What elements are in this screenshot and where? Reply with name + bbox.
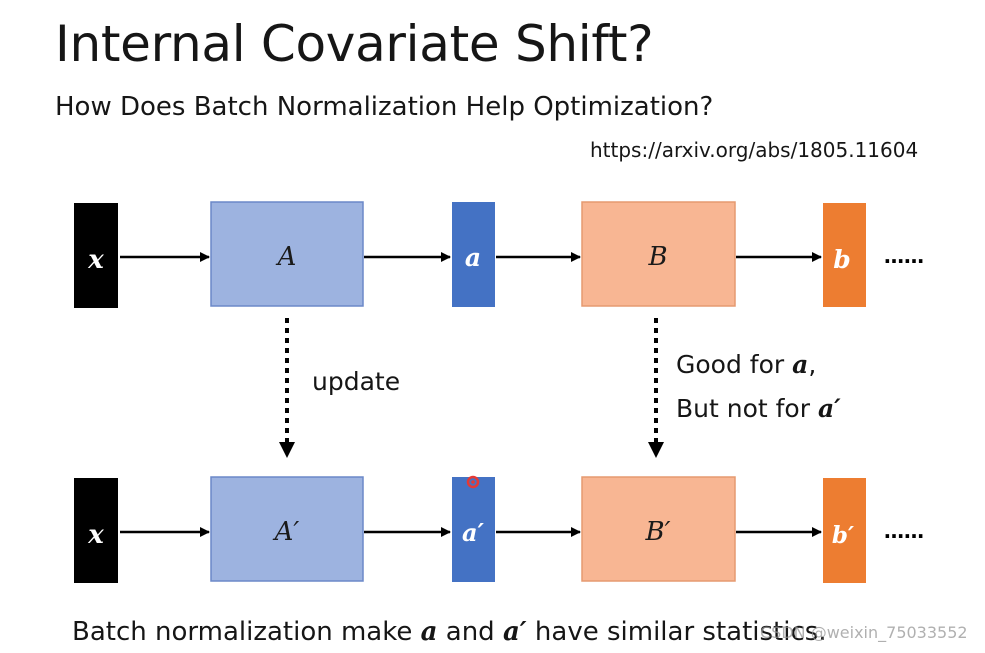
not-for-note: But not for a′ (676, 392, 841, 426)
layer-b-label: B (647, 242, 667, 272)
slide-subtitle: How Does Batch Normalization Help Optimi… (55, 92, 714, 122)
activation-b-prime-label: b′ (832, 522, 854, 549)
input-x-block-2 (74, 478, 118, 583)
reference-link[interactable]: https://arxiv.org/abs/1805.11604 (590, 138, 919, 162)
pointer-dot (466, 475, 480, 489)
layer-b-block (581, 201, 736, 307)
activation-a-label: a (465, 243, 481, 272)
good-for-suffix: , (808, 350, 817, 379)
layer-a-prime-block (210, 476, 364, 582)
input-x-block (74, 203, 118, 308)
input-x-label: x (87, 245, 104, 275)
activation-b-prime-block (823, 478, 866, 583)
continuation-ellipsis: …… (884, 244, 924, 268)
caption-part-2: and (437, 617, 503, 647)
caption-variable-a-prime: a′ (502, 617, 527, 647)
activation-a-block (452, 202, 495, 307)
caption-variable-a: a (420, 617, 438, 647)
layer-a-block (210, 201, 364, 307)
good-for-note: Good for a, (676, 348, 816, 382)
caption-part-3: have similar statistics. (526, 617, 827, 647)
layer-b-prime-block (581, 476, 736, 582)
not-for-variable: a′ (817, 394, 841, 423)
slide-caption: Batch normalization make a and a′ have s… (72, 614, 827, 650)
layer-a-prime-label: A′ (273, 517, 300, 547)
pointer-dot-center (471, 480, 475, 484)
row-original: x A a B b …… (74, 201, 924, 308)
not-for-prefix: But not for (676, 394, 818, 423)
layer-b-prime-label: B′ (644, 517, 670, 547)
caption-part-1: Batch normalization make (72, 617, 421, 647)
activation-a-prime-label: a′ (462, 518, 485, 547)
good-for-variable: a (792, 350, 809, 379)
activation-b-label: b (833, 245, 850, 274)
continuation-ellipsis-2: …… (884, 519, 924, 543)
good-for-prefix: Good for (676, 350, 793, 379)
row-updated: x A′ a′ B′ b′ …… (74, 475, 924, 583)
activation-a-prime-block (452, 477, 495, 582)
activation-b-block (823, 203, 866, 307)
slide-title: Internal Covariate Shift? (55, 15, 654, 73)
input-x-label-2: x (87, 520, 104, 550)
layer-a-label: A (276, 242, 297, 272)
watermark: CSDN @weixin_75033552 (760, 623, 968, 642)
update-note: update (312, 367, 401, 396)
